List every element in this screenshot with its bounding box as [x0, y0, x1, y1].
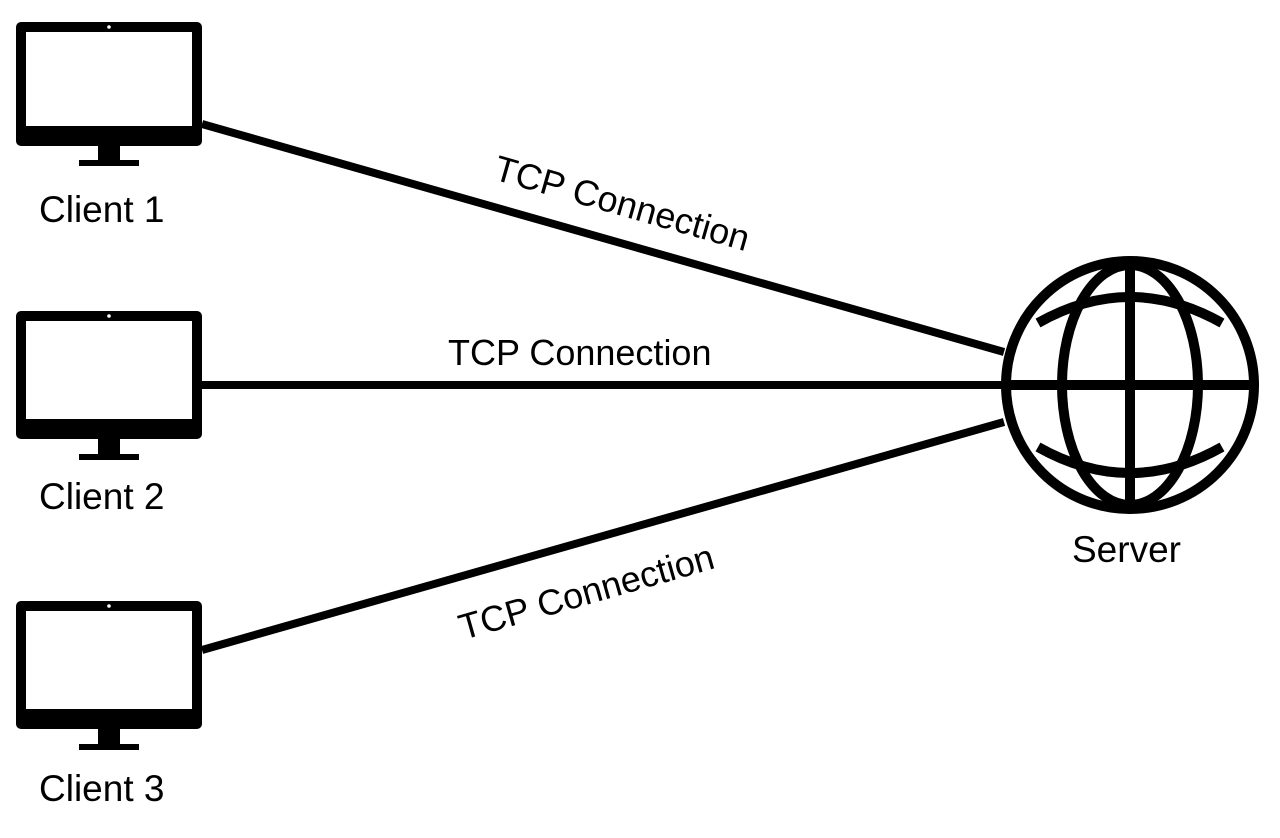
- globe-icon: [1001, 256, 1259, 514]
- client-3-label: Client 3: [39, 768, 164, 809]
- client-3: Client 3: [16, 601, 202, 809]
- client-1: Client 1: [16, 22, 202, 230]
- connection-label-3: TCP Connection: [454, 536, 719, 648]
- connection-line-1: [200, 120, 1006, 356]
- connection-line-3: [200, 418, 1006, 654]
- client-2-label: Client 2: [39, 476, 164, 517]
- monitor-icon: [16, 601, 202, 750]
- connection-label-2: TCP Connection: [448, 332, 711, 373]
- server-label: Server: [1072, 529, 1181, 570]
- monitor-icon: [16, 311, 202, 460]
- server: Server: [1001, 256, 1259, 570]
- client-2: Client 2: [16, 311, 202, 517]
- monitor-icon: [16, 22, 202, 166]
- client-1-label: Client 1: [39, 189, 164, 230]
